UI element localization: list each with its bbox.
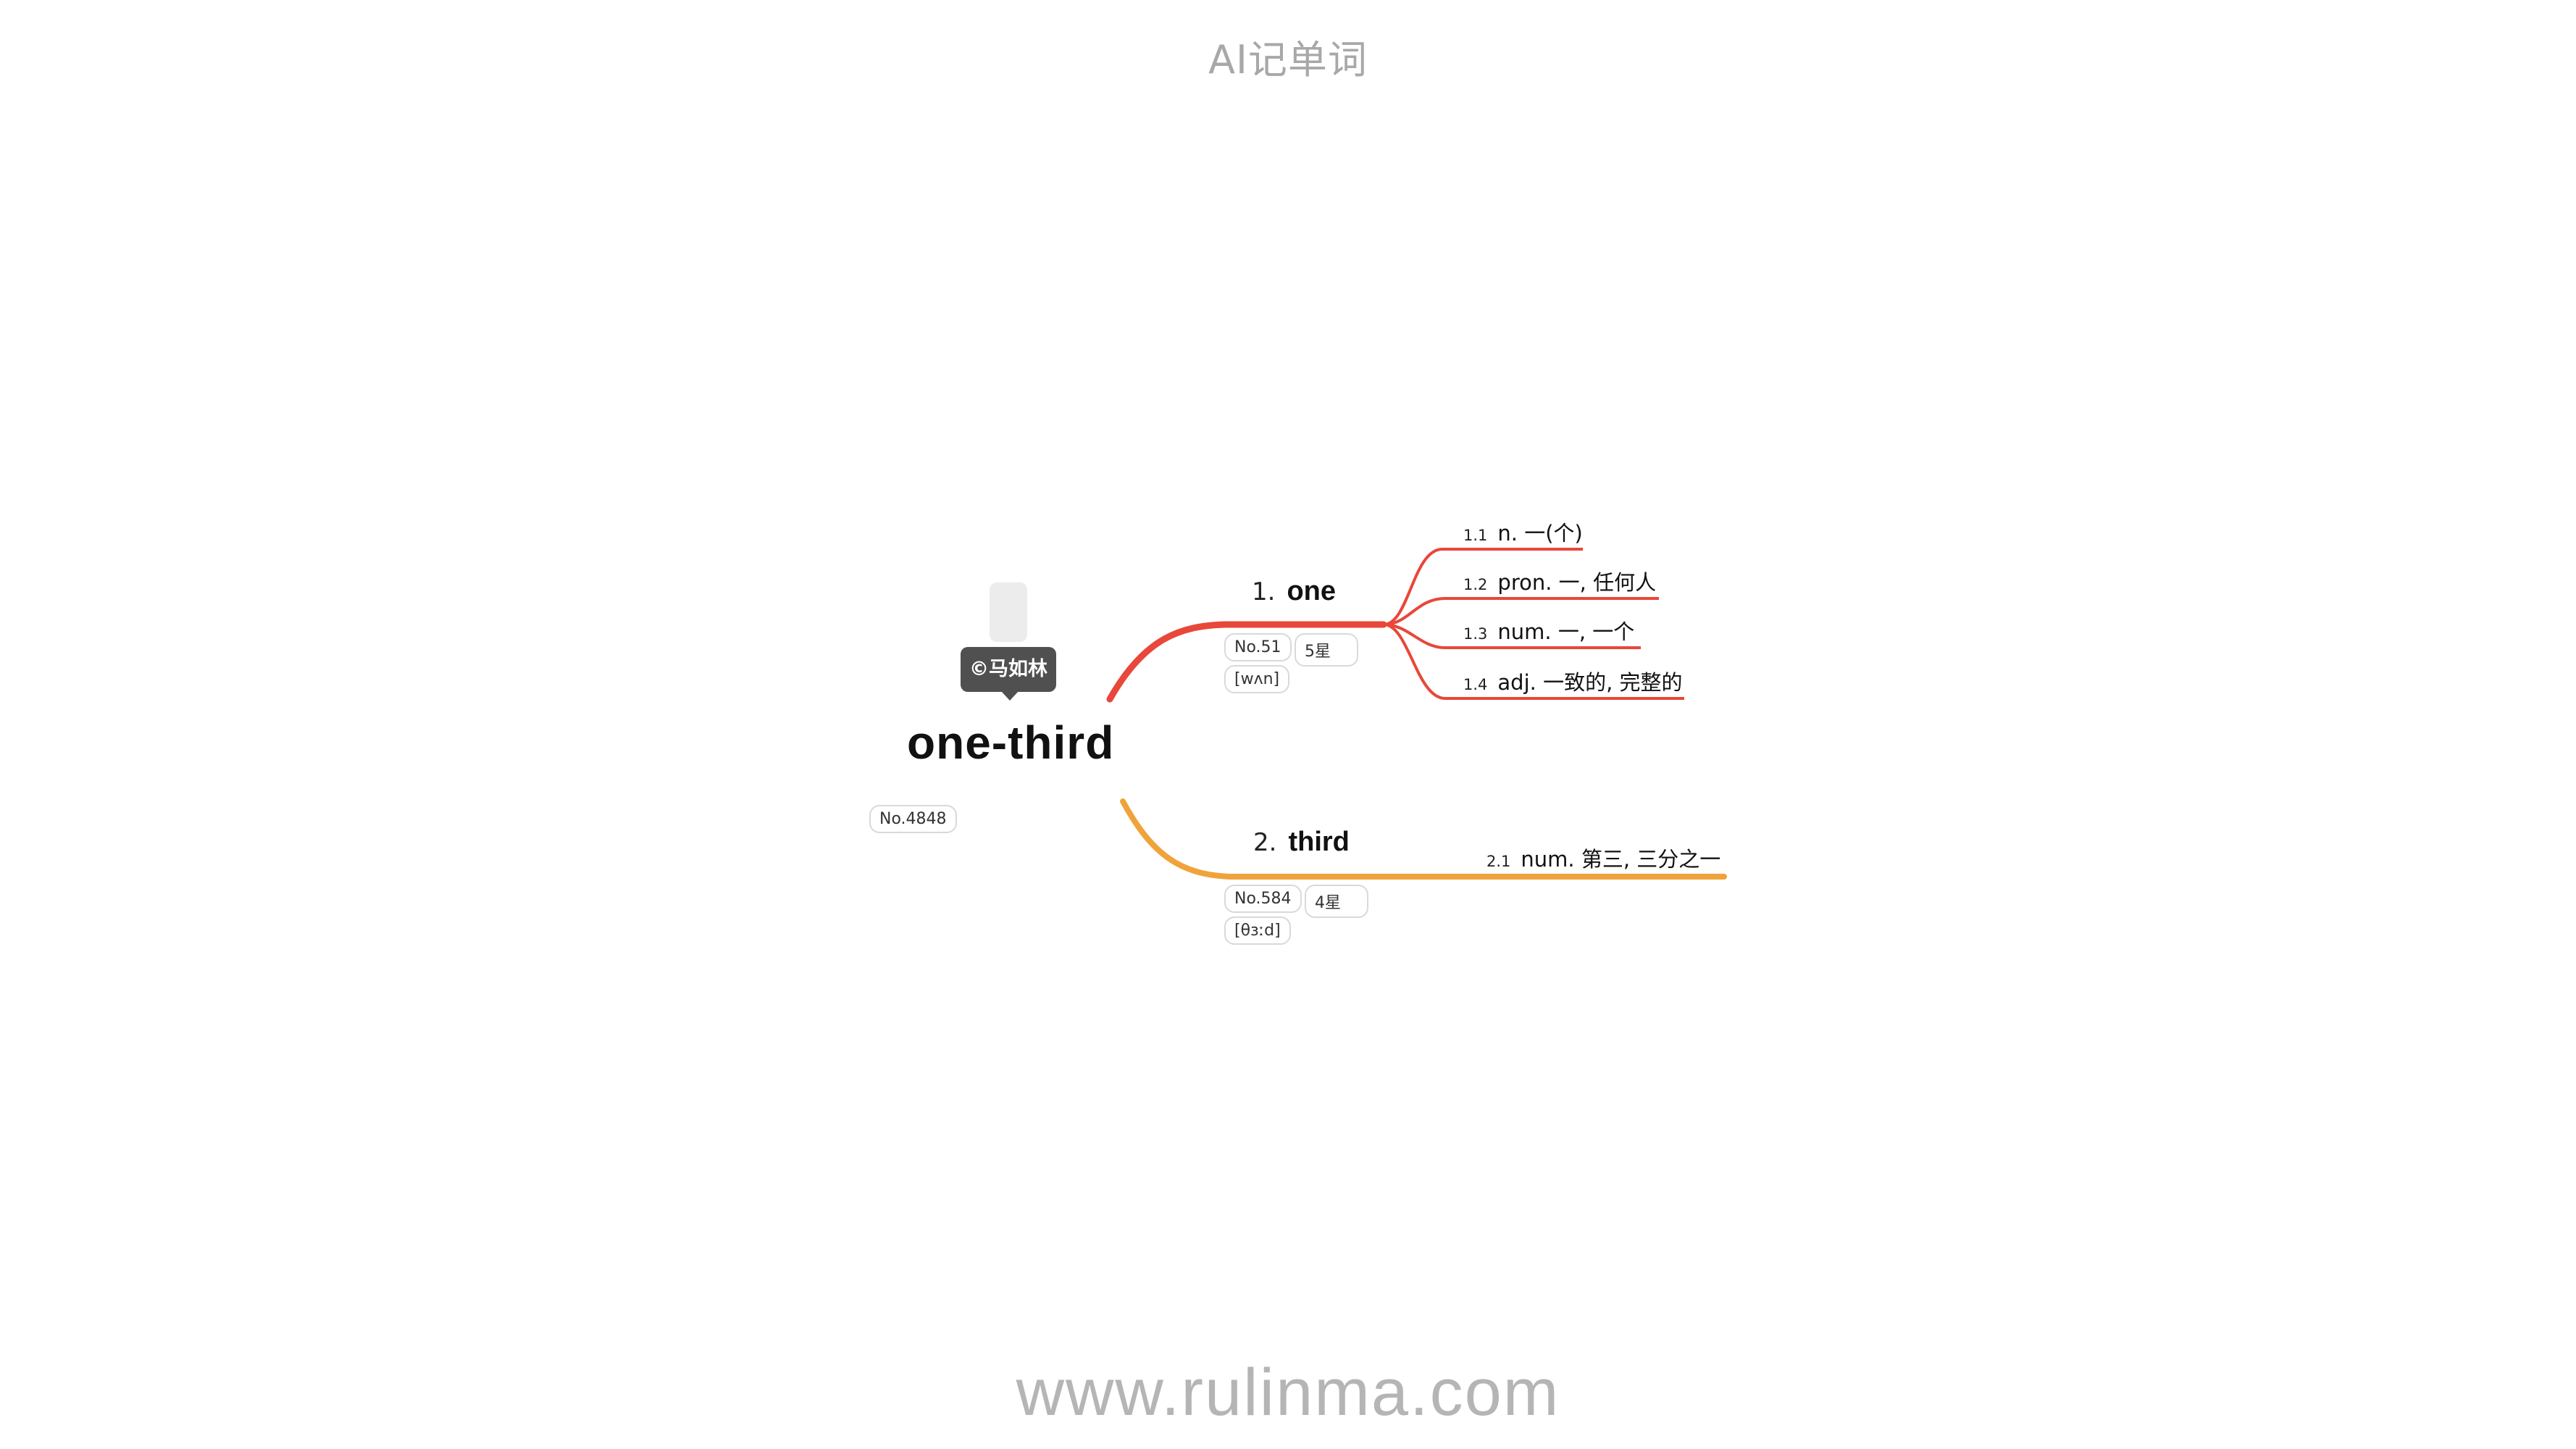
branch-1-trunk bbox=[1106, 621, 1387, 703]
branch-1-index: 1. bbox=[1252, 577, 1276, 606]
footer-url: www.rulinma.com bbox=[1016, 1356, 1560, 1429]
root-word: one-third bbox=[907, 717, 1115, 769]
branch-1-label: 1. one bbox=[1252, 576, 1336, 607]
meaning-index: 1.3 bbox=[1463, 625, 1488, 643]
branch-1-sub-1 bbox=[1383, 548, 1583, 626]
meaning-index: 2.1 bbox=[1486, 853, 1511, 870]
branch-2-trunk bbox=[1120, 798, 1727, 880]
image-placeholder bbox=[990, 582, 1027, 642]
branch-2-phonetic-badge: [θɜːd] bbox=[1224, 916, 1291, 945]
root-rank-badge: No.4848 bbox=[869, 805, 957, 833]
branch-1-rank-badge: No.51 bbox=[1224, 633, 1292, 661]
meaning-text: num. 一, 一个 bbox=[1497, 619, 1635, 644]
branch-1-stars-badge: 5星 bbox=[1295, 633, 1358, 667]
branch-2-rank-badge: No.584 bbox=[1224, 885, 1302, 913]
meaning-text: n. 一(个) bbox=[1497, 521, 1583, 546]
meaning-index: 1.4 bbox=[1463, 676, 1488, 693]
meaning-text: num. 第三, 三分之一 bbox=[1521, 847, 1721, 872]
branch-2-word: third bbox=[1288, 827, 1350, 857]
meaning-index: 1.2 bbox=[1463, 576, 1488, 593]
branch-2-index: 2. bbox=[1253, 828, 1277, 857]
branch-1-sub-3 bbox=[1383, 623, 1641, 649]
branch-1-meaning-2: 1.2 pron. 一, 任何人 bbox=[1463, 566, 1656, 596]
branch-1-meaning-4: 1.4 adj. 一致的, 完整的 bbox=[1463, 666, 1683, 696]
meaning-text: adj. 一致的, 完整的 bbox=[1497, 670, 1683, 695]
branch-1-sub-2 bbox=[1383, 597, 1659, 626]
branch-2-stars-badge: 4星 bbox=[1305, 885, 1368, 918]
credit-badge-pointer bbox=[1001, 691, 1019, 701]
branch-1-sub-4 bbox=[1383, 623, 1684, 700]
meaning-index: 1.1 bbox=[1463, 527, 1488, 544]
branch-2-label: 2. third bbox=[1253, 827, 1350, 858]
credit-badge: ©马如林 bbox=[961, 647, 1056, 692]
branch-1-meaning-3: 1.3 num. 一, 一个 bbox=[1463, 615, 1634, 646]
branch-2-meaning-1: 2.1 num. 第三, 三分之一 bbox=[1486, 843, 1720, 873]
page-title: AI记单词 bbox=[1208, 37, 1368, 83]
branch-1-phonetic-badge: [wʌn] bbox=[1224, 665, 1290, 693]
branch-1-meaning-1: 1.1 n. 一(个) bbox=[1463, 517, 1583, 547]
branch-1-word: one bbox=[1287, 576, 1337, 606]
meaning-text: pron. 一, 任何人 bbox=[1497, 570, 1657, 595]
